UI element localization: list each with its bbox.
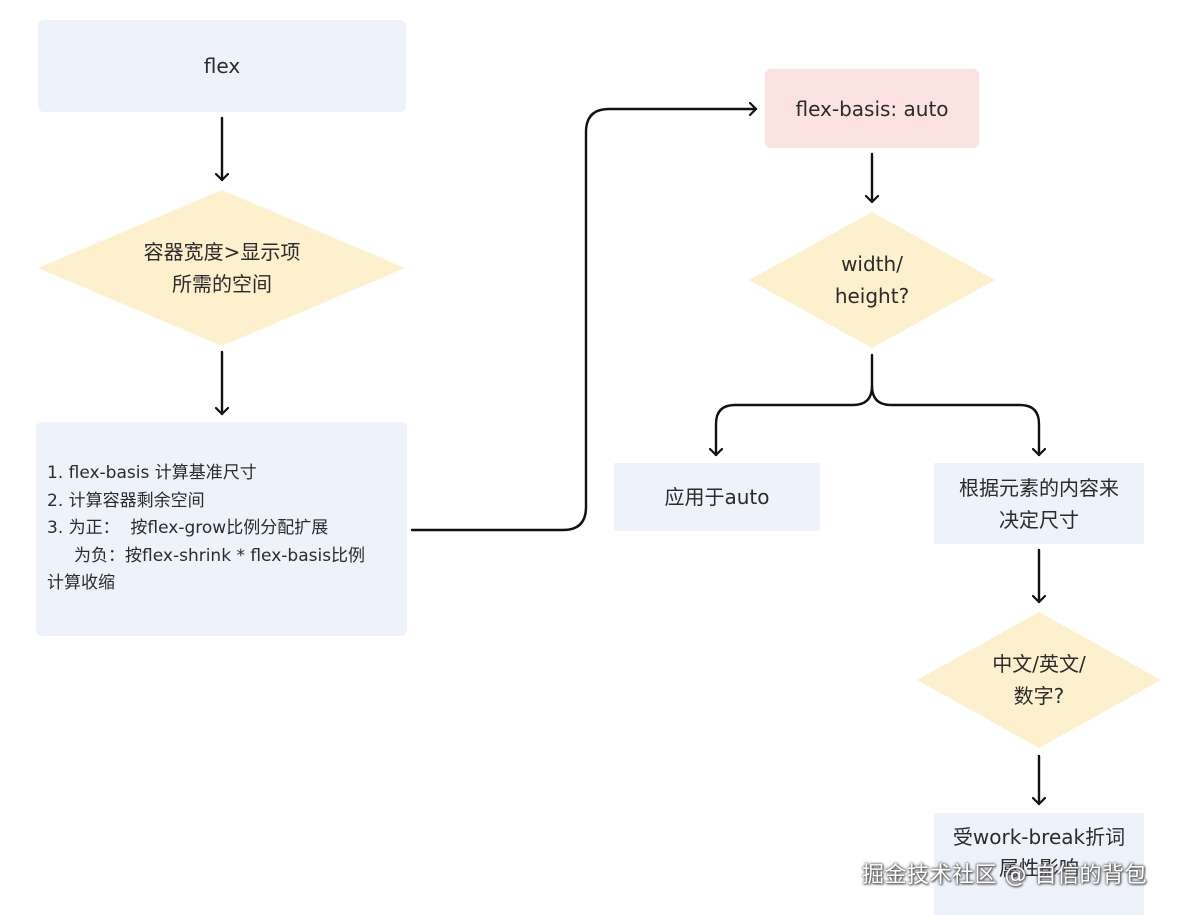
decision-char-type-label: 中文/英文/ 数字?: [992, 652, 1086, 708]
step-1: 1. flex-basis 计算基准尺寸: [47, 463, 257, 484]
node-word-break-label-1: 受work-break折词: [952, 825, 1126, 849]
node-apply-auto: 应用于auto: [614, 463, 820, 531]
node-flex-basis-auto: flex-basis: auto: [765, 69, 979, 148]
arrow-split-right: [870, 384, 1039, 457]
arrow-steps-to-flex-basis: [410, 109, 758, 532]
watermark: 掘金技术社区 @ 自信的背包: [862, 863, 1147, 888]
node-flex: flex: [38, 20, 406, 112]
node-word-break-label-2: 属性影响: [999, 856, 1079, 880]
decision-diamond-space: [38, 190, 405, 346]
node-content-size: 根据元素的内容来 决定尺寸: [934, 463, 1144, 544]
step-2: 2. 计算容器剩余空间: [47, 490, 205, 511]
node-steps: 1. flex-basis 计算基准尺寸 2. 计算容器剩余空间 3. 为正： …: [36, 422, 407, 636]
node-apply-auto-label: 应用于auto: [664, 485, 770, 509]
decision-space-label: 容器宽度>显示项 所需的空间: [143, 240, 301, 296]
node-word-break: 受work-break折词: [934, 813, 1144, 915]
node-flex-label: flex: [203, 54, 241, 78]
decision-diamond-width-height: [749, 212, 995, 348]
decision-width-height-label: width/ height?: [834, 252, 910, 308]
decision-diamond-char-type: [917, 612, 1161, 748]
step-3-positive: 3. 为正： 按flex-grow比例分配扩展: [47, 518, 329, 539]
arrow-split-left: [716, 353, 874, 457]
step-3-negative: 为负：按flex-shrink * flex-basis比例: [47, 545, 366, 566]
node-flex-basis-auto-label: flex-basis: auto: [795, 96, 949, 121]
node-content-size-label: 根据元素的内容来 决定尺寸: [959, 475, 1119, 532]
step-3-negative-cont: 计算收缩: [47, 573, 115, 594]
